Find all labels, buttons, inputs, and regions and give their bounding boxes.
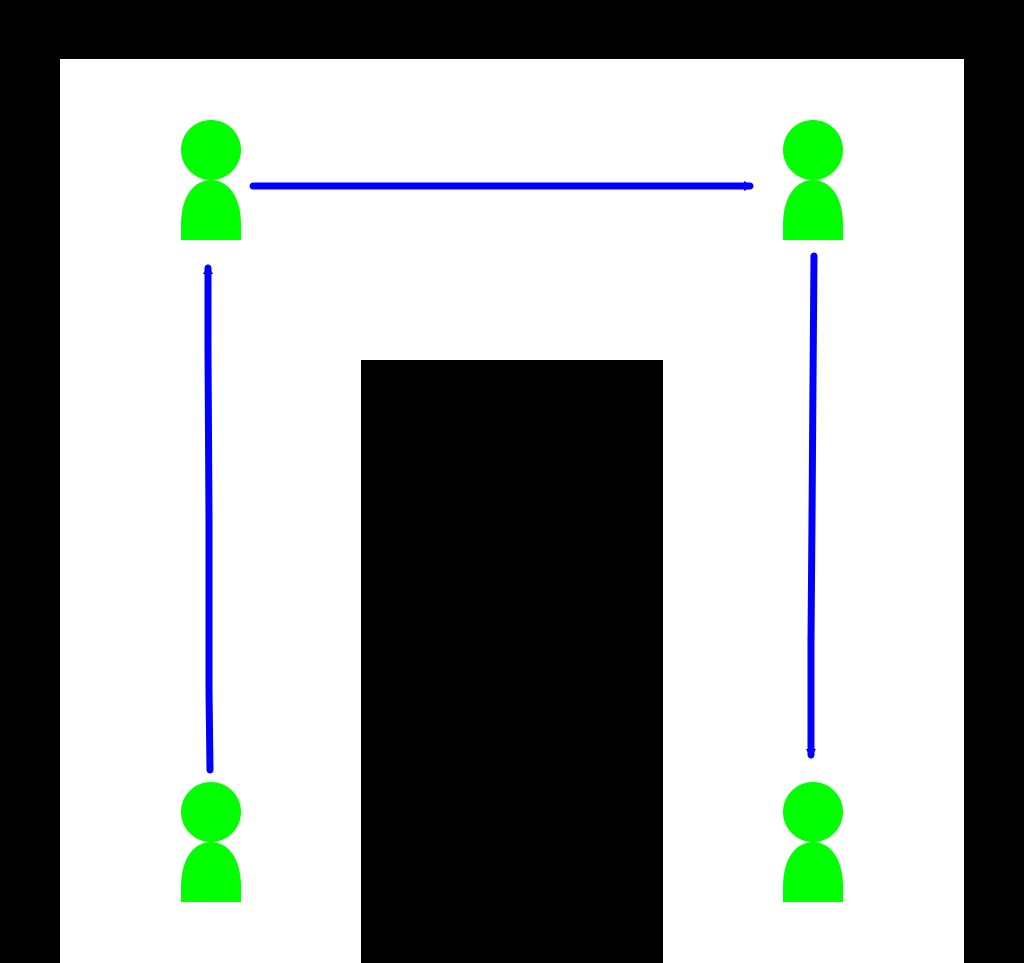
person-top-left [181,120,241,240]
person-icon [181,782,241,902]
person-icon [181,120,241,240]
arrow-bottom-left-to-top-left [203,264,214,774]
person-top-right [783,120,843,240]
arrow-group [203,181,818,774]
central-obstacle [361,360,663,963]
person-bottom-right [783,782,843,902]
person-icon [783,120,843,240]
person-icon [783,782,843,902]
arrow-top-right-to-bottom-right [806,252,818,759]
person-bottom-left [181,782,241,902]
